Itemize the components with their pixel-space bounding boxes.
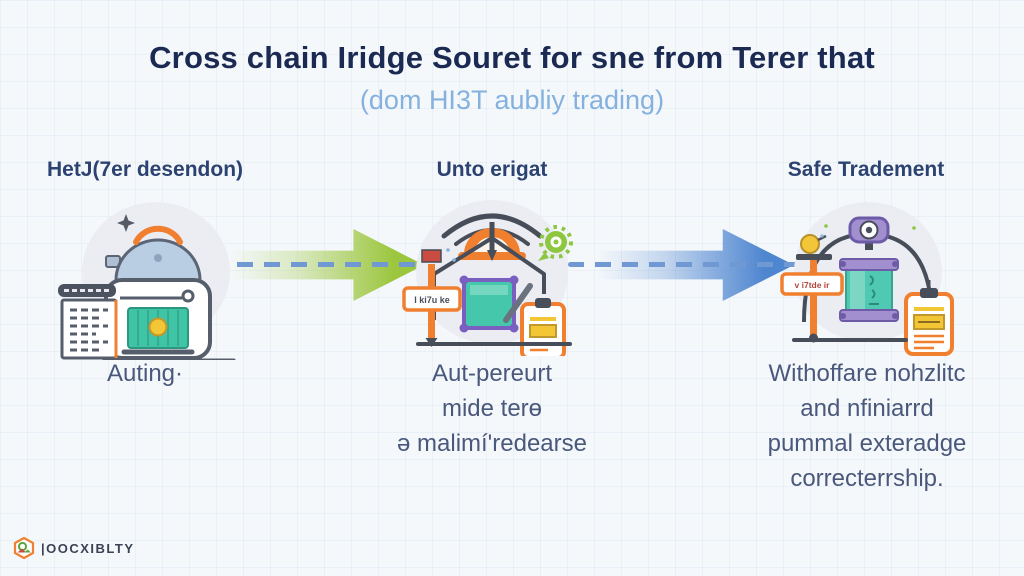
camera-lock-icon [848, 216, 890, 250]
page-subtitle: (dom HI3T aubliy trading) [359, 85, 665, 115]
dashed-connector-line [210, 262, 438, 267]
sparkle-icon [446, 248, 450, 252]
dashed-connector-line [568, 262, 820, 267]
sparkle-icon [452, 258, 456, 262]
arch-vault-illustration: v i7tde ir [780, 202, 954, 356]
brand-logo: |OOCXIBLTY [12, 536, 135, 560]
vault-container-icon [839, 258, 899, 322]
step1-header: HetJ(7er desendon) [46, 158, 244, 181]
kettle-machine-illustration [58, 202, 236, 360]
hexagon-logo-icon [13, 536, 35, 560]
kettle-icon [105, 225, 202, 282]
ledger-document-icon [58, 284, 118, 360]
sparkle-icon [912, 226, 916, 230]
clipboard-icon [904, 280, 954, 356]
sparkle-icon [117, 214, 135, 232]
sparkle-icon [824, 224, 828, 228]
gear-badge-icon [538, 225, 573, 261]
sign-label: I ki7u ke [414, 295, 450, 305]
step3-caption: Withoffare nohzlitc and nfiniarrd pummal… [767, 360, 967, 492]
sparkle-icon [820, 234, 824, 238]
contract-box-icon [459, 275, 533, 333]
page-title: Cross chain Iridge Souret for sne from T… [149, 40, 875, 75]
clipboard-icon [520, 298, 566, 356]
brand-logo-text: |OOCXIBLTY [41, 540, 135, 556]
step2-caption: Aut-pereurt mide terɵ ə malimí'redearse [397, 360, 587, 457]
sign-label: v i7tde ir [795, 280, 831, 290]
step2-header: Unto erigat [436, 158, 548, 181]
coin-icon [800, 234, 820, 254]
pen-icon [503, 283, 533, 323]
step3-header: Safe Tradement [787, 158, 945, 181]
machine-box-icon [104, 278, 212, 360]
gauge-house-illustration: I ki7u ke [402, 200, 573, 356]
step1-caption: Auting· [106, 360, 184, 387]
signpost-icon: I ki7u ke [402, 249, 462, 347]
coin-icon [148, 317, 168, 337]
